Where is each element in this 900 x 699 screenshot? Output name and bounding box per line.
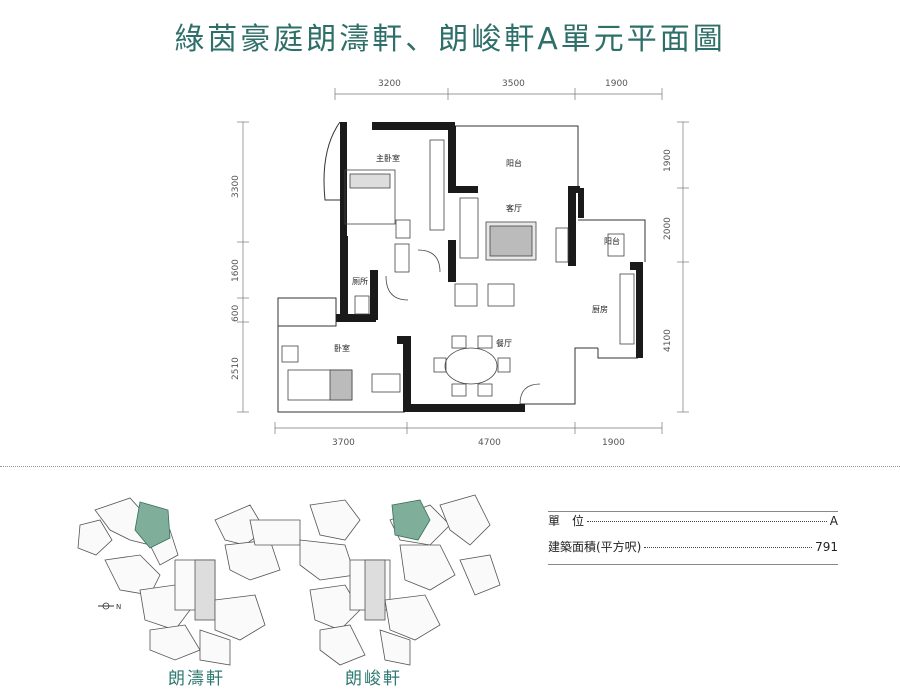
unit-info-table: 單 位 A 建築面積(平方呎) 791 xyxy=(548,511,838,565)
dimension-lines xyxy=(237,88,689,434)
dim-left-1: 3300 xyxy=(231,175,241,198)
dim-top-3: 1900 xyxy=(605,79,628,89)
dim-bottom-2: 4700 xyxy=(478,438,501,448)
key-plan: N xyxy=(77,494,501,666)
furniture xyxy=(281,139,635,405)
unit-value: A xyxy=(829,514,838,528)
key-plan-tower-right xyxy=(299,494,501,666)
room-bedroom: 卧室 xyxy=(334,343,350,353)
area-label: 建築面積(平方呎) xyxy=(548,540,642,554)
unit-label: 單 位 xyxy=(548,514,585,528)
compass-icon: N xyxy=(98,602,121,611)
dim-left-2: 1600 xyxy=(231,259,241,282)
dim-right-3: 4100 xyxy=(663,329,673,352)
key-plan-unit-highlight-left xyxy=(134,501,171,549)
compass-label: N xyxy=(116,603,121,611)
room-master-bedroom: 主卧室 xyxy=(376,153,400,163)
room-kitchen: 厨房 xyxy=(592,304,608,314)
dim-right-1: 1900 xyxy=(663,149,673,172)
dim-left-3: 600 xyxy=(231,305,241,322)
unit-info-row-unit: 單 位 A xyxy=(548,512,838,538)
room-balcony-top: 阳台 xyxy=(506,158,522,168)
key-plan-tower-left xyxy=(77,497,301,666)
dim-top-2: 3500 xyxy=(502,79,525,89)
room-toilet: 厕所 xyxy=(352,276,368,286)
room-dining: 餐厅 xyxy=(496,339,512,348)
unit-info-bottom-rule xyxy=(548,564,838,565)
room-living: 客厅 xyxy=(506,203,522,213)
room-balcony-side: 阳台 xyxy=(604,236,620,246)
dim-right-2: 2000 xyxy=(663,217,673,240)
area-value: 791 xyxy=(815,540,838,554)
page-title: 綠茵豪庭朗濤軒、朗峻軒A單元平面圖 xyxy=(174,22,726,57)
unit-info-row-area: 建築面積(平方呎) 791 xyxy=(548,538,838,564)
outline-walls xyxy=(277,121,646,413)
unit-info-top-rule xyxy=(548,511,838,512)
key-plan-unit-highlight-right xyxy=(391,499,431,541)
leader-dots xyxy=(644,547,813,548)
dim-left-4: 2510 xyxy=(231,357,241,380)
dim-top-1: 3200 xyxy=(378,79,401,89)
floor-plan: 3200 3500 1900 3700 4700 1900 3300 1600 … xyxy=(231,79,689,448)
leader-dots xyxy=(587,521,827,522)
walls xyxy=(336,122,643,412)
section-divider xyxy=(0,466,900,467)
tower-label-right: 朗峻軒 xyxy=(345,669,402,689)
dim-bottom-1: 3700 xyxy=(332,438,355,448)
tower-label-left: 朗濤軒 xyxy=(168,669,225,689)
dim-bottom-3: 1900 xyxy=(602,438,625,448)
